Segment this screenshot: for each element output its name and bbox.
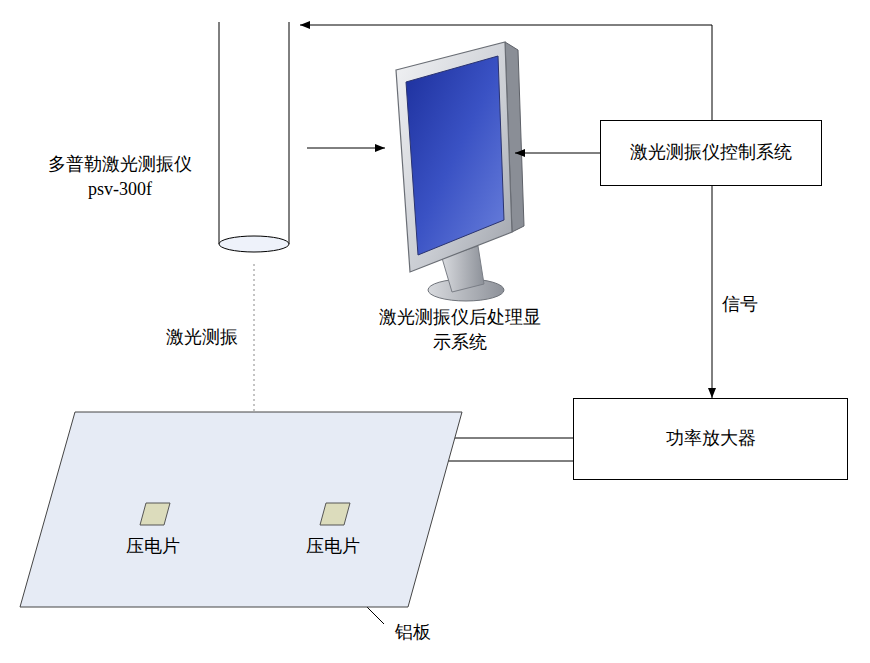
node-label: 压电片 xyxy=(298,534,368,559)
piezo-patch: 压电片 xyxy=(298,500,368,562)
node-label: 多普勒激光测振仪 psv-300f xyxy=(40,152,200,202)
node-label: 功率放大器 xyxy=(666,426,756,451)
piezo-outline xyxy=(140,503,170,525)
aluminum-plate: 铝板压电片压电片 xyxy=(18,408,466,610)
vibrometer: 多普勒激光测振仪 psv-300f xyxy=(218,22,290,258)
plate-outline xyxy=(20,412,462,607)
node-label: 激光测振仪控制系统 xyxy=(630,140,792,165)
display-system: 激光测振仪后处理显示系统 xyxy=(375,40,545,360)
process-box: 激光测振仪控制系统 xyxy=(600,120,822,186)
monitor-illustration xyxy=(396,42,524,301)
aluminum-plate-outline xyxy=(18,408,466,610)
process-box: 功率放大器 xyxy=(573,398,848,480)
vibrometer-outline xyxy=(218,22,290,258)
signal-arrow xyxy=(307,148,385,149)
cylinder-side xyxy=(289,22,290,244)
node-label: 压电片 xyxy=(118,534,188,559)
signal-arrow xyxy=(515,153,600,154)
node-label: 铝板 xyxy=(388,620,438,645)
edge-label: 激光测振 xyxy=(166,325,238,350)
signal-arrow xyxy=(712,186,713,398)
piezo-outline xyxy=(320,503,350,525)
edge-label: 信号 xyxy=(722,292,758,317)
node-label: 激光测振仪后处理显示系统 xyxy=(375,305,545,355)
cylinder-side xyxy=(219,22,220,244)
monitor-screen xyxy=(406,56,504,255)
lens-ellipse xyxy=(219,236,289,252)
piezo-patch: 压电片 xyxy=(118,500,188,562)
signal-arrow xyxy=(300,25,712,120)
monitor-bezel xyxy=(396,42,512,272)
